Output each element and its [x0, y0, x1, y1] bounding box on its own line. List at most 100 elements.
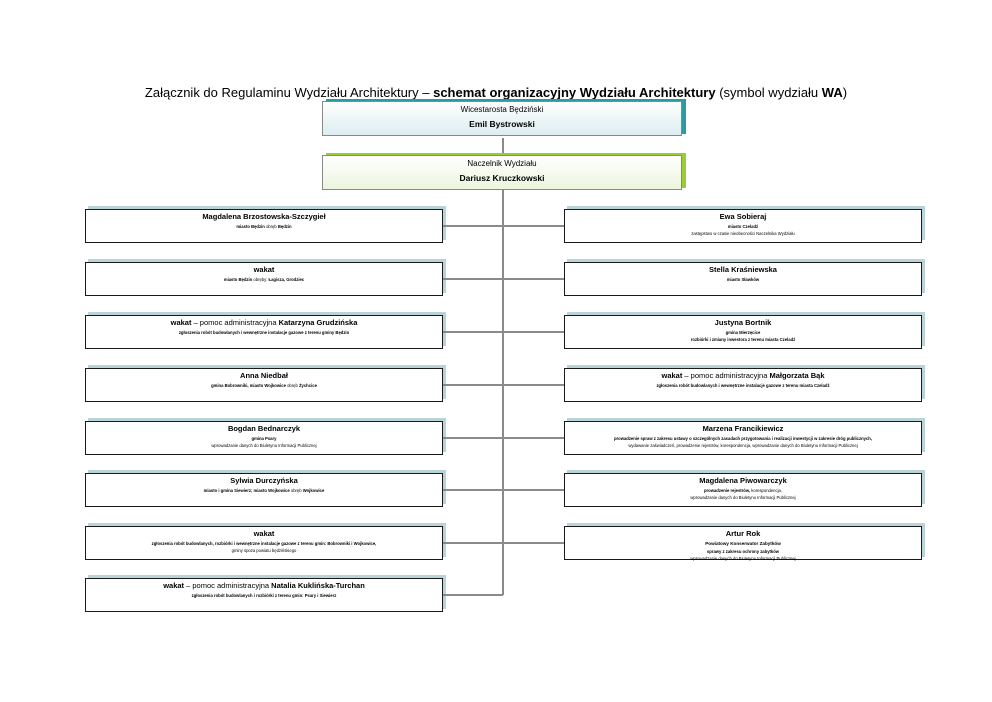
box-body: Stella Kraśniewska miasto Sławków: [564, 262, 922, 296]
staff-box-left-2: wakat – pomoc administracyjna Katarzyna …: [85, 312, 446, 349]
scope-segment: obręb: [265, 224, 278, 229]
staff-scope: zgłoszenia robót budowlanych i rozbiórki…: [86, 592, 442, 599]
staff-name: Anna Niedbał: [86, 371, 442, 381]
box-body: Magdalena Brzostowska-Szczygieł miasto Bę…: [85, 209, 443, 243]
box-body: wakat zgłoszenia robót budowlanych, rozbi…: [85, 526, 443, 560]
staff-name: Marzena Francikiewicz: [565, 424, 921, 434]
scope-segment: sprawy z zakresu ochrony zabytków: [706, 549, 780, 554]
staff-scope: miasto Czeladź: [565, 223, 921, 230]
scope-segment: Wojkowice: [302, 488, 325, 493]
role-note: – pomoc administracyjna: [184, 581, 272, 590]
staff-title: Powiatowy Konserwator Zabytków: [705, 541, 781, 546]
scope-segment: obręb: [287, 383, 299, 388]
staff-scope: miasto i gmina Siewierz; miasto Wojkowic…: [86, 487, 442, 494]
scope-segment: obręb: [290, 488, 303, 493]
scope-segment: korespondencja,: [751, 488, 783, 493]
connector-right-4: [503, 437, 564, 439]
scope-segment: gmina Mierzęcice: [725, 330, 761, 335]
staff-box-right-1: Stella Kraśniewska miasto Sławków: [564, 259, 925, 296]
connector-left-2: [443, 331, 503, 333]
connector-spine: [502, 190, 504, 595]
scope-segment: zgłoszenia robót budowlanych i rozbiórki…: [191, 593, 337, 598]
scope-segment: miasto Będzin: [223, 277, 254, 282]
scope-segment: miasto i gmina Siewierz; miasto Wojkowic…: [203, 488, 291, 493]
staff-name: Sylwia Durczyńska: [86, 476, 442, 486]
scope-segment: Żychcice: [298, 383, 317, 388]
connector-right-5: [503, 489, 564, 491]
staff-box-right-5: Magdalena Piwowarczyk prowadzenie rejestr…: [564, 470, 925, 507]
box-body: Naczelnik Wydziału Dariusz Kruczkowski: [322, 155, 682, 190]
staff-name: wakat – pomoc administracyjna Katarzyna …: [86, 318, 442, 328]
connector-left-1: [443, 278, 503, 280]
person-name: Natalia Kuklińska-Turchan: [271, 581, 365, 590]
staff-scope: miasto Będzin obręb Będzin: [86, 223, 442, 230]
person-name: Stella Kraśniewska: [709, 265, 777, 274]
scope-segment: Łagisza, Grodziec: [268, 277, 305, 282]
connector-right-0: [503, 225, 564, 227]
box-wicestarosta: Wicestarosta Będziński Emil Bystrowski: [322, 99, 686, 136]
person-name: Ewa Sobieraj: [719, 212, 767, 221]
scope-segment: zgłoszenia robót budowlanych i wewnętrzn…: [656, 383, 830, 388]
scope-segment: miasto Czeladź: [727, 224, 759, 229]
person-name: Magdalena Piwowarczyk: [699, 476, 787, 485]
staff-scope: prowadzenie rejestrów, korespondencja,: [565, 487, 921, 494]
staff-box-right-4: Marzena Francikiewicz prowadzenie spraw z…: [564, 418, 925, 455]
box-body: Wicestarosta Będziński Emil Bystrowski: [322, 101, 682, 136]
staff-name: wakat: [86, 265, 442, 275]
connector-left-0: [443, 225, 503, 227]
page-title: Załącznik do Regulaminu Wydziału Archite…: [0, 85, 992, 100]
connector-left-5: [443, 489, 503, 491]
person-name: Justyna Bortnik: [714, 318, 772, 327]
box-body: Magdalena Piwowarczyk prowadzenie rejestr…: [564, 473, 922, 507]
scope-segment: obręby:: [253, 277, 269, 282]
staff-name: wakat – pomoc administracyjna Natalia Ku…: [86, 581, 442, 591]
role-note: – pomoc administracyjna: [682, 371, 770, 380]
staff-scope: gmina Mierzęcice: [565, 329, 921, 336]
staff-scope-extra: rozbiórki i zmiany inwestora z terenu mi…: [690, 337, 796, 342]
box-role: Wicestarosta Będziński: [460, 105, 544, 114]
staff-box-left-6: wakat zgłoszenia robót budowlanych, rozbi…: [85, 523, 446, 560]
person-name: wakat: [253, 529, 275, 538]
title-part4: WA: [821, 85, 843, 100]
connector-right-6: [503, 542, 564, 544]
staff-scope: zgłoszenia robót budowlanych i wewnętrzn…: [86, 329, 442, 336]
scope-segment: prowadzenie rejestrów,: [703, 488, 752, 493]
connector-left-7: [443, 594, 503, 596]
staff-scope: prowadzenie spraw z zakresu ustawy o szc…: [565, 435, 921, 442]
person-name: Marzena Francikiewicz: [702, 424, 784, 433]
vacancy-label: wakat: [661, 371, 683, 380]
box-body: wakat – pomoc administracyjna Natalia Ku…: [85, 578, 443, 612]
staff-name: wakat: [86, 529, 442, 539]
staff-scope-extra: wprowadzanie danych do Biuletynu Informa…: [211, 443, 317, 448]
staff-scope: zgłoszenia robót budowlanych, rozbiórki …: [86, 540, 442, 547]
title-part3: (symbol wydziału: [715, 85, 822, 100]
staff-scope: sprawy z zakresu ochrony zabytków: [565, 548, 921, 555]
vacancy-label: wakat: [170, 318, 192, 327]
staff-box-left-0: Magdalena Brzostowska-Szczygieł miasto Bę…: [85, 206, 446, 243]
staff-box-left-5: Sylwia Durczyńska miasto i gmina Siewierz…: [85, 470, 446, 507]
staff-name: wakat – pomoc administracyjna Małgorzata…: [565, 371, 921, 381]
scope-segment: Będzin: [277, 224, 292, 229]
box-body: Justyna Bortnik gmina Mierzęcice rozbiórki…: [564, 315, 922, 349]
scope-segment: zgłoszenia robót budowlanych, rozbiórki …: [151, 541, 377, 546]
staff-name: Ewa Sobieraj: [565, 212, 921, 222]
staff-box-left-1: wakat miasto Będzin obręby: Łagisza, Grod…: [85, 259, 446, 296]
person-name: Magdalena Brzostowska-Szczygieł: [202, 212, 326, 221]
staff-name: Artur Rok: [565, 529, 921, 539]
role-note: – pomoc administracyjna: [191, 318, 279, 327]
staff-name: Justyna Bortnik: [565, 318, 921, 328]
staff-scope: miasto Sławków: [565, 276, 921, 283]
title-part2: schemat organizacyjny Wydziału Architekt…: [433, 85, 716, 100]
connector-left-3: [443, 384, 503, 386]
scope-segment: gmina Psary: [251, 436, 277, 441]
connector-left-4: [443, 437, 503, 439]
vacancy-label: wakat: [163, 581, 185, 590]
staff-box-left-7: wakat – pomoc administracyjna Natalia Ku…: [85, 575, 446, 612]
